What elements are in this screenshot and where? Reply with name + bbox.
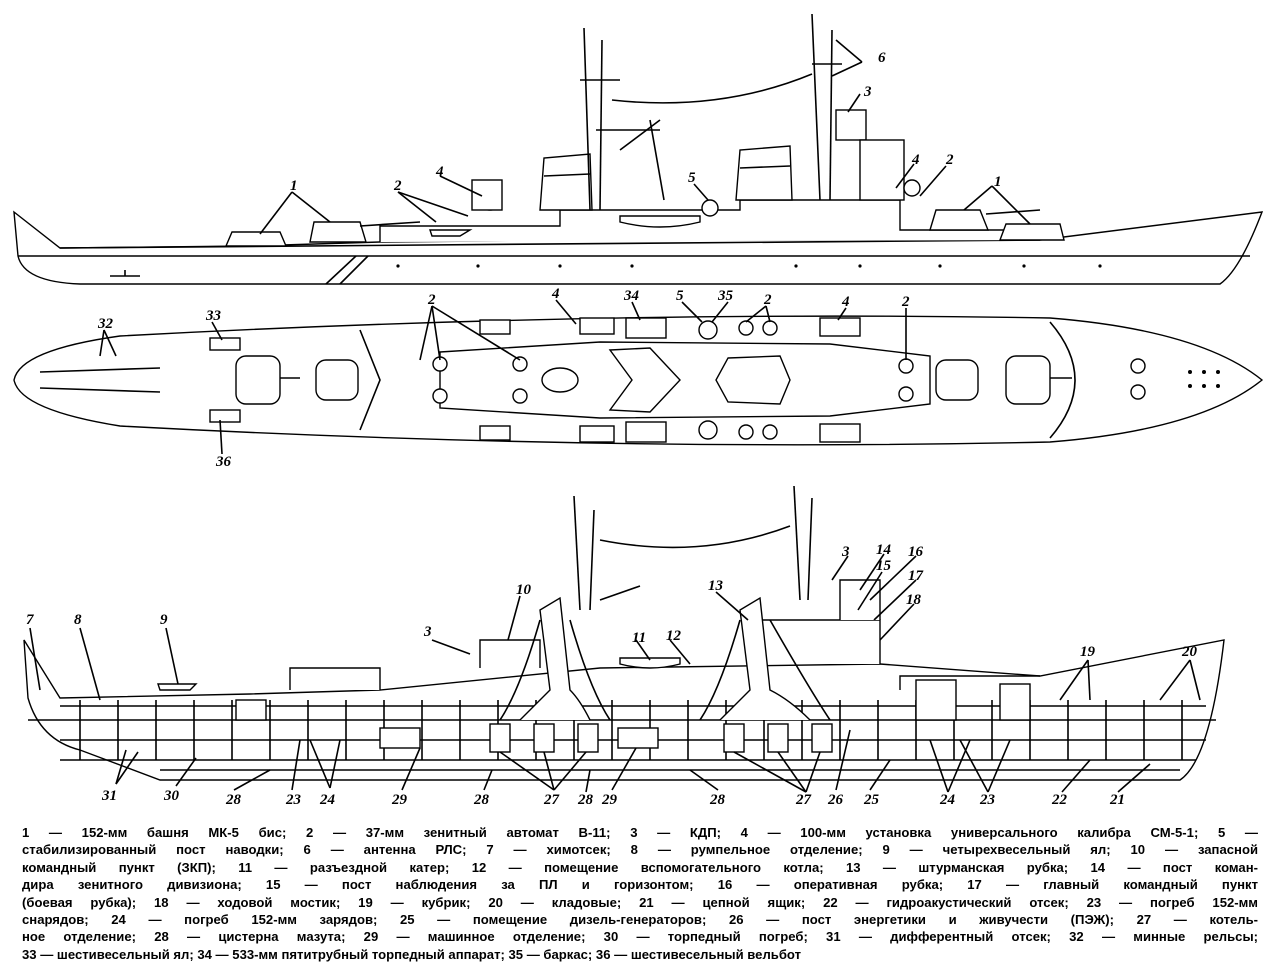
callout-plan-0: 32: [97, 316, 114, 332]
callout-section-7: 13: [708, 578, 724, 594]
callout-plan-7: 35: [717, 288, 734, 304]
callout-plan-2: 36: [215, 454, 232, 470]
callout-plan-10: 2: [901, 294, 910, 310]
callout-section-26: 28: [709, 792, 726, 808]
callout-section-14: 19: [1080, 644, 1096, 660]
profile-funnel-fwd: [539, 153, 593, 211]
caption-line: 1 — 152-мм башня МК-5 бис; 2 — 37-мм зен…: [22, 825, 1258, 840]
profile-main-turrets: [224, 209, 1065, 247]
callout-profile-4: 6: [878, 50, 886, 66]
callout-profile-3: 5: [688, 170, 696, 186]
callout-plan-9: 4: [841, 294, 850, 310]
callout-section-5: 11: [632, 630, 646, 646]
caption-line: 33 — шестивесельный ял; 34 — 533-мм пяти…: [22, 946, 802, 962]
callout-section-12: 17: [908, 568, 924, 584]
plan-main-turrets: [235, 355, 1072, 405]
callout-section-0: 7: [26, 612, 34, 628]
section-funnel-fwd: [519, 596, 591, 721]
callout-section-28: 26: [827, 792, 844, 808]
callout-section-1: 8: [74, 612, 82, 628]
callout-section-18: 28: [225, 792, 242, 808]
callout-profile-2: 4: [435, 164, 444, 180]
section-funnel-aft: [719, 596, 811, 721]
callout-section-33: 21: [1109, 792, 1125, 808]
callout-profile-5: 3: [863, 84, 872, 100]
callout-section-20: 24: [319, 792, 336, 808]
callout-profile-0: 1: [290, 178, 298, 194]
callout-section-9: 14: [876, 542, 892, 558]
callout-profile-1: 2: [393, 178, 402, 194]
callout-plan-5: 34: [623, 288, 640, 304]
profile-view: 1 2 4 5 6 3 4 2 1: [13, 13, 1264, 285]
callout-section-16: 31: [101, 788, 117, 804]
callout-section-15: 20: [1181, 644, 1198, 660]
callout-section-8: 3: [841, 544, 850, 560]
section-boilers: [489, 723, 833, 753]
caption-line: ное отделение; 28 — цистерна мазута; 29 …: [22, 929, 1258, 945]
callout-section-23: 27: [543, 792, 560, 808]
callout-section-13: 18: [906, 592, 922, 608]
caption-line: командный пункт (ЗКП); 11 — разъездной к…: [22, 859, 1258, 875]
callout-profile-8: 1: [994, 174, 1002, 190]
section-bulkheads: [60, 700, 1206, 760]
callout-profile-6: 4: [911, 152, 920, 168]
section-view: 7 8 9 3 10 11 12 13 3 14 16 15 17 18 19 20 31 30 28 23 24 29 2…: [23, 485, 1225, 808]
callout-section-17: 30: [163, 788, 180, 804]
callout-section-27: 27: [795, 792, 812, 808]
callout-section-25: 29: [601, 792, 618, 808]
callout-section-24: 28: [577, 792, 594, 808]
callout-section-31: 23: [979, 792, 996, 808]
callout-section-6: 12: [666, 628, 682, 644]
plan-leaders: [99, 299, 907, 455]
plan-funnel-fwd: [608, 347, 681, 413]
section-hull: [23, 639, 1225, 781]
plan-view: 32 33 36 2 4 34 5 35 2 4 2: [13, 286, 1264, 470]
callout-section-2: 9: [160, 612, 168, 628]
callout-section-29: 25: [863, 792, 880, 808]
callout-section-30: 24: [939, 792, 956, 808]
callout-plan-1: 33: [205, 308, 222, 324]
callout-section-4: 10: [516, 582, 532, 598]
callout-section-22: 28: [473, 792, 490, 808]
profile-masts: [580, 13, 842, 211]
plan-funnel-aft: [715, 355, 791, 405]
callout-section-19: 23: [285, 792, 302, 808]
caption-line: (боевая рубка); 18 — ходовой мостик; 19 …: [22, 894, 1258, 910]
callout-section-11: 15: [876, 558, 892, 574]
legend-caption: 1 — 152-мм башня МК-5 бис; 2 — 37-мм зен…: [22, 824, 1258, 963]
caption-line: стабилизированный пост наводки; 6 — анте…: [22, 842, 1258, 858]
caption-line: снарядов; 24 — погреб 152-мм зарядов; 25…: [22, 912, 1258, 928]
callout-section-10: 16: [908, 544, 924, 560]
callout-section-3: 3: [423, 624, 432, 640]
callout-plan-6: 5: [676, 288, 684, 304]
caption-line: дира зенитного дивизиона; 15 — пост набл…: [22, 877, 1258, 893]
callout-plan-3: 2: [427, 292, 436, 308]
callout-section-32: 22: [1051, 792, 1068, 808]
profile-funnel-aft: [735, 145, 793, 201]
callout-plan-8: 2: [763, 292, 772, 308]
callout-plan-4: 4: [551, 286, 560, 302]
profile-portholes: [396, 264, 1102, 268]
callout-section-21: 29: [391, 792, 408, 808]
callout-profile-7: 2: [945, 152, 954, 168]
profile-leaders: [259, 39, 1031, 235]
section-leaders: [29, 553, 1201, 793]
